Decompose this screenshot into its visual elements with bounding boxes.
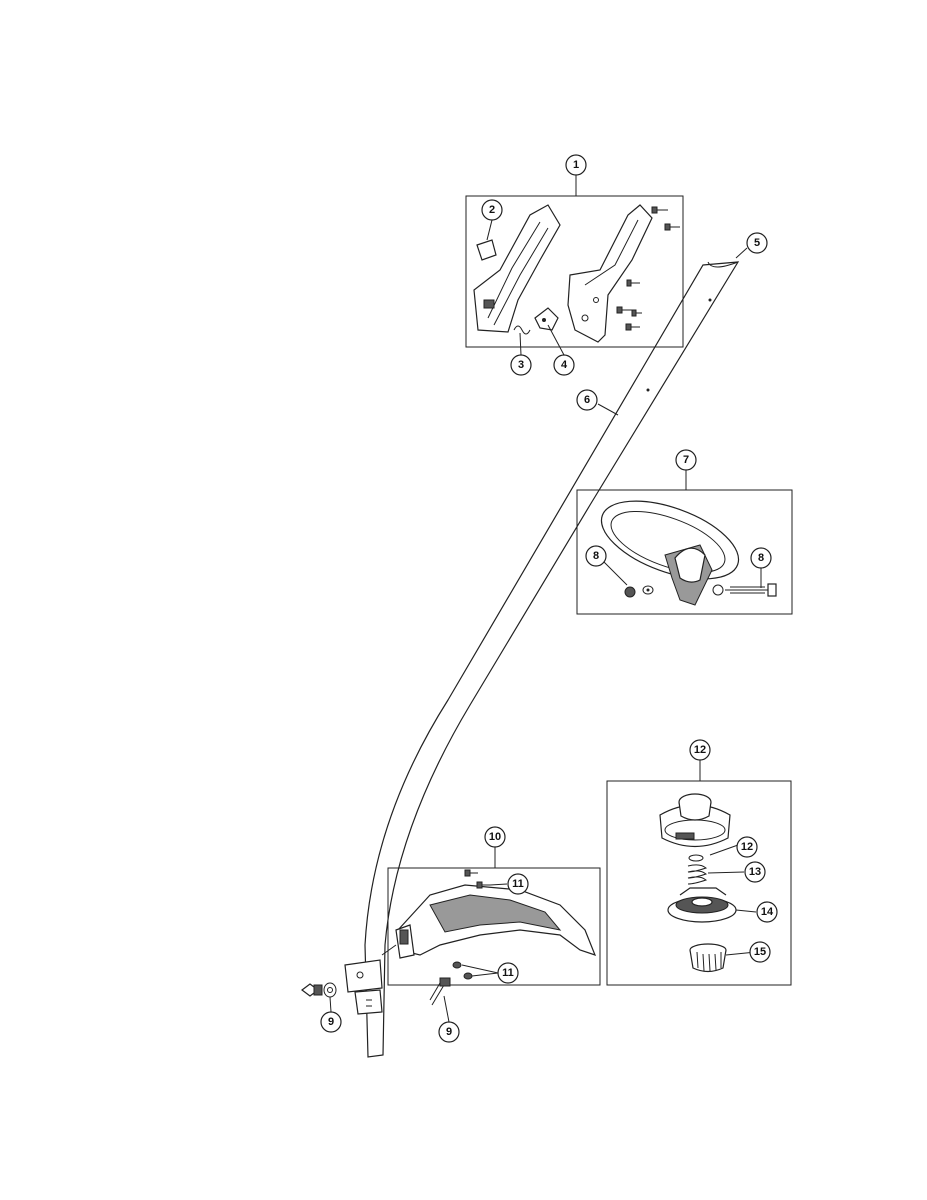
callout-4: 4	[553, 354, 575, 376]
callout-3: 3	[510, 354, 532, 376]
svg-text:10: 10	[489, 831, 501, 843]
svg-text:12: 12	[694, 744, 706, 756]
deflector-assembly-box	[387, 867, 601, 986]
svg-text:5: 5	[754, 237, 760, 249]
callout-14: 14	[756, 901, 778, 923]
svg-text:9: 9	[328, 1016, 334, 1028]
callout-2: 2	[481, 199, 503, 221]
svg-text:2: 2	[489, 204, 495, 216]
callout-15: 15	[749, 941, 771, 963]
callout-7: 7	[675, 449, 697, 471]
clamp-hardware-drawing	[301, 944, 451, 1015]
guard-assembly-drawing	[600, 500, 777, 606]
callout-9-right: 9	[438, 1021, 460, 1043]
callout-8-right: 8	[750, 547, 772, 569]
svg-text:15: 15	[754, 946, 766, 958]
svg-text:12: 12	[741, 841, 753, 853]
svg-text:7: 7	[683, 454, 689, 466]
svg-text:4: 4	[561, 359, 568, 371]
handle-assembly-drawing	[473, 204, 680, 343]
callout-12-top: 12	[689, 739, 711, 761]
deflector-assembly-drawing	[395, 869, 597, 980]
svg-text:11: 11	[512, 878, 524, 890]
svg-text:13: 13	[749, 866, 761, 878]
svg-text:3: 3	[518, 359, 524, 371]
callout-12-inner: 12	[736, 836, 758, 858]
svg-text:6: 6	[584, 394, 590, 406]
guard-assembly-box	[576, 489, 793, 615]
trimmer-head-drawing	[659, 793, 737, 973]
svg-text:14: 14	[761, 906, 774, 918]
callout-6: 6	[576, 389, 598, 411]
handle-assembly-box	[465, 195, 684, 348]
callout-13: 13	[744, 861, 766, 883]
callout-11-top: 11	[507, 873, 529, 895]
callout-5: 5	[746, 232, 768, 254]
svg-text:8: 8	[758, 552, 764, 564]
leader-lines	[329, 175, 762, 1023]
trimmer-head-box	[606, 780, 792, 986]
shaft-drawing	[364, 261, 740, 1058]
svg-text:11: 11	[502, 967, 514, 979]
callout-10: 10	[484, 826, 506, 848]
svg-text:8: 8	[593, 550, 599, 562]
svg-text:1: 1	[573, 159, 579, 171]
callout-8-left: 8	[585, 545, 607, 567]
svg-text:9: 9	[446, 1026, 452, 1038]
callout-11-bottom: 11	[497, 962, 519, 984]
callout-9-left: 9	[320, 1011, 342, 1033]
callout-1: 1	[565, 154, 587, 176]
